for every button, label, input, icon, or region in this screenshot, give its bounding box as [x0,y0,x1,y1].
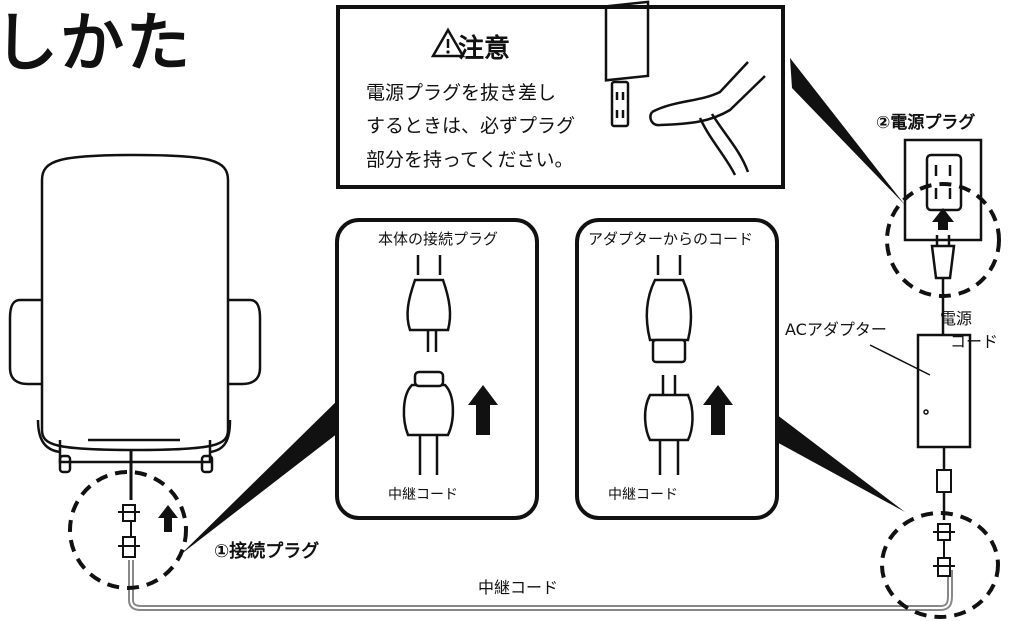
callout-wedge-left [180,393,345,555]
adapter-cord-drawing [643,255,694,475]
arrow-up-icon [158,505,178,532]
caution-title: 注意 [458,34,511,64]
ac-adapter-box [916,333,972,449]
panel-adapter-cord [575,218,779,520]
ac-adapter-label: ACアダプター [785,320,887,339]
callout-wedge-right [768,408,905,512]
page-heading: しかた [0,7,192,81]
panel-body-plug-cord-label: 中継コード [388,487,458,503]
connection-plug-label: ①接続プラグ [214,541,320,562]
caution-text-line: するときは、必ずプラグ [366,115,576,137]
connection-plug-circle [68,470,188,590]
power-plug-label: ②電源プラグ [876,113,976,133]
arrow-up-icon [468,385,498,435]
small-plug-pair-right [933,523,955,577]
panel-body-plug-title: 本体の接続プラグ [378,230,499,248]
adapter-connection-circle [880,511,1000,619]
power-plug-drawing [930,235,956,335]
extension-cord-label: 中継コード [478,578,559,597]
warning-triangle-icon [430,27,466,58]
power-cord-label-line2: コード [950,332,999,351]
power-cord-label-line1: 電源 [940,309,973,328]
arrow-up-icon [703,385,733,435]
caution-text-line: 部分を持ってください。 [366,149,574,171]
panel-body-plug [335,218,539,520]
arrow-up-icon [932,208,954,230]
panel-adapter-cord-label: 中継コード [608,487,678,503]
panel-adapter-cord-title: アダプターからのコード [588,230,754,248]
caution-text-line: 電源プラグを抜き差し [366,82,557,104]
callout-wedge-top [790,58,905,205]
outlet-hand-icon [604,0,766,176]
small-plug-pair-left [118,504,140,558]
body-plug-drawing [402,255,455,475]
massage-chair-drawing [8,153,262,474]
ac-adapter-leader [869,344,931,376]
